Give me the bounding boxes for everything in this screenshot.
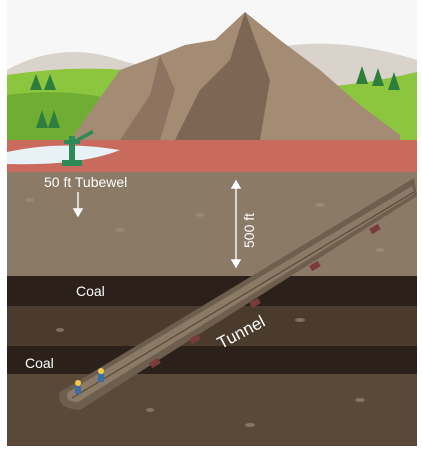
topsoil <box>7 140 417 172</box>
miner-icon <box>75 368 104 394</box>
coal-lower-label: Coal <box>25 355 54 371</box>
mountain-shadow <box>175 12 270 140</box>
coal-upper-label: Coal <box>76 283 105 299</box>
depth-arrow <box>230 179 242 269</box>
tubewell-depth-arrow <box>72 192 84 218</box>
tunnel-rail <box>71 191 415 399</box>
mine-cart-icon <box>149 223 381 369</box>
hand-pump-icon <box>62 130 94 166</box>
tunnel <box>59 178 418 410</box>
mountain-ridge <box>120 55 175 140</box>
bottom-rock <box>7 374 417 446</box>
rock-speckles <box>26 198 384 427</box>
tubewell-label: 50 ft Tubewel <box>44 174 128 190</box>
water-puddle <box>7 145 120 165</box>
coal-seam-lower <box>7 346 417 374</box>
depth-label: 500 ft <box>241 212 257 248</box>
pine-tree-icon <box>30 66 400 128</box>
